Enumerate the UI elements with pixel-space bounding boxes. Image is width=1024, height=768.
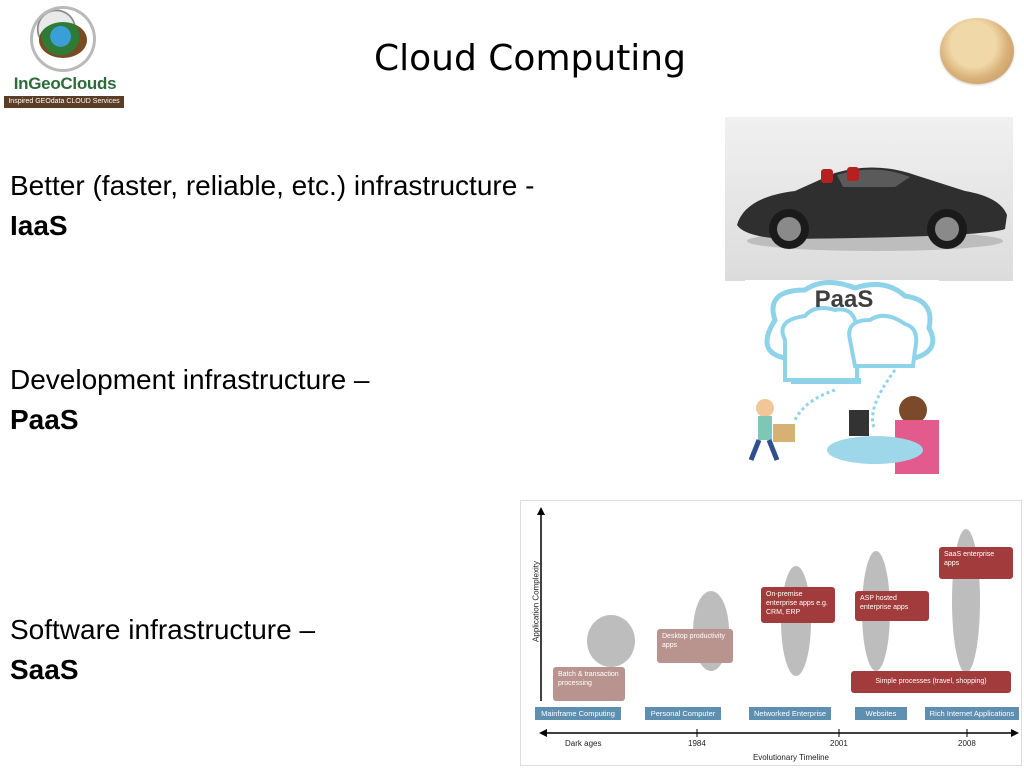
item-saas-text: Software infrastructure – (10, 614, 316, 645)
evo-box-on-premise: On-premise enterprise apps e.g. CRM, ERP (761, 587, 835, 623)
item-iaas: Better (faster, reliable, etc.) infrastr… (10, 166, 710, 246)
paas-illustration-caption: PaaS (814, 286, 874, 313)
item-saas: Software infrastructure – SaaS (10, 610, 710, 690)
era-networked-enterprise: Networked Enterprise (749, 707, 831, 720)
item-paas: Development infrastructure – PaaS (10, 360, 710, 440)
era-rich-internet-apps: Rich Internet Applications (925, 707, 1019, 720)
y-axis-label: Application Complexity (531, 561, 541, 642)
saas-evolution-image: Application Complexity Evolutionary Time… (520, 500, 1022, 766)
timeline-1984: 1984 (688, 739, 706, 748)
evo-box-batch: Batch & transaction processing (553, 667, 625, 701)
item-paas-label: PaaS (10, 404, 79, 435)
era-websites: Websites (855, 707, 907, 720)
evo-box-asp: ASP hosted enterprise apps (855, 591, 929, 621)
evo-box-simple: Simple processes (travel, shopping) (851, 671, 1011, 693)
logo-tagline: Inspired GEOdata CLOUD Services (4, 96, 124, 108)
item-saas-label: SaaS (10, 654, 79, 685)
logo-name: InGeoClouds (13, 74, 117, 93)
x-axis-label: Evolutionary Timeline (752, 753, 830, 762)
era-mainframe: Mainframe Computing (535, 707, 621, 720)
timeline-2008: 2008 (958, 739, 976, 748)
sports-car-illustration (737, 167, 1007, 251)
evo-box-desktop: Desktop productivity apps (657, 629, 733, 663)
evo-box-saas: SaaS enterprise apps (939, 547, 1013, 579)
item-paas-text: Development infrastructure – (10, 364, 370, 395)
era-personal-computer: Personal Computer (645, 707, 721, 720)
item-iaas-text: Better (faster, reliable, etc.) infrastr… (10, 170, 535, 201)
globe-logo-icon (30, 6, 96, 72)
timeline-2001: 2001 (830, 739, 848, 748)
slide-title: Cloud Computing (374, 38, 686, 79)
top-right-decorative-image (940, 18, 1014, 84)
timeline-dark-ages: Dark ages (565, 739, 602, 748)
item-iaas-label: IaaS (10, 210, 68, 241)
ingeoclouds-logo: InGeoClouds Inspired GEOdata CLOUD Servi… (4, 4, 126, 108)
paas-illustration: PaaS (745, 280, 939, 474)
sports-car-image (725, 117, 1013, 281)
